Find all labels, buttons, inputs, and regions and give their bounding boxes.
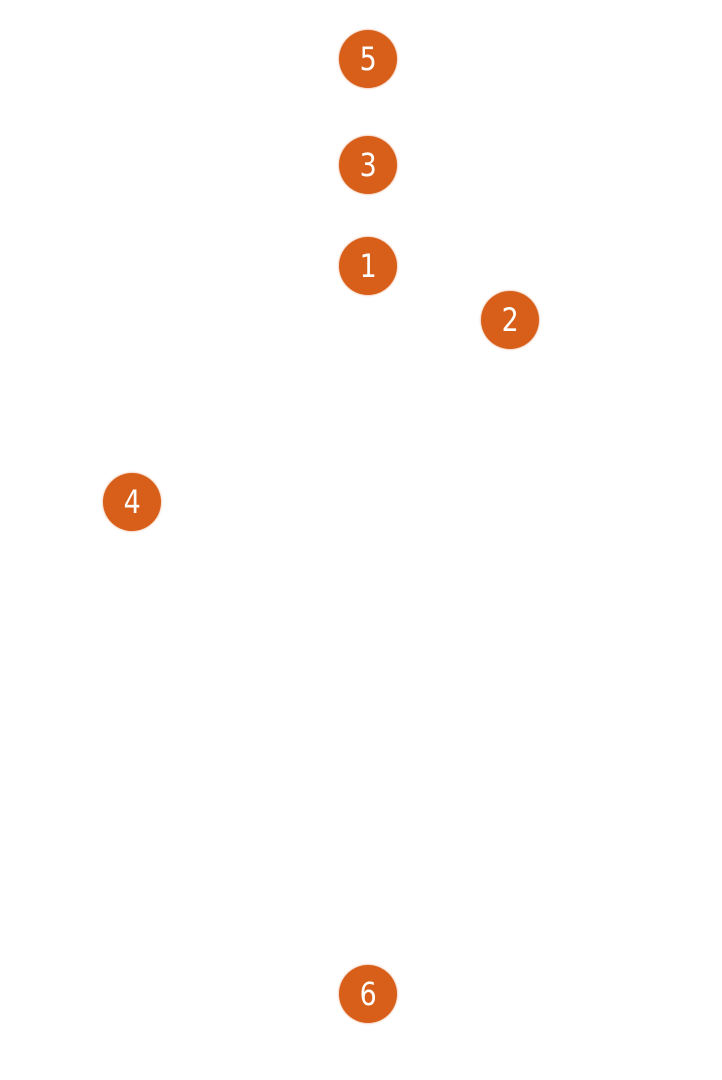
marker-label: 2	[501, 300, 519, 339]
marker-label: 3	[359, 145, 377, 184]
marker-label: 5	[359, 39, 377, 78]
marker-2: 2	[481, 291, 539, 349]
marker-6: 6	[339, 965, 397, 1023]
marker-1: 1	[339, 237, 397, 295]
marker-4: 4	[103, 473, 161, 531]
marker-label: 4	[123, 482, 141, 521]
marker-5: 5	[339, 30, 397, 88]
marker-label: 6	[359, 974, 377, 1013]
marker-3: 3	[339, 136, 397, 194]
marker-label: 1	[359, 246, 377, 285]
